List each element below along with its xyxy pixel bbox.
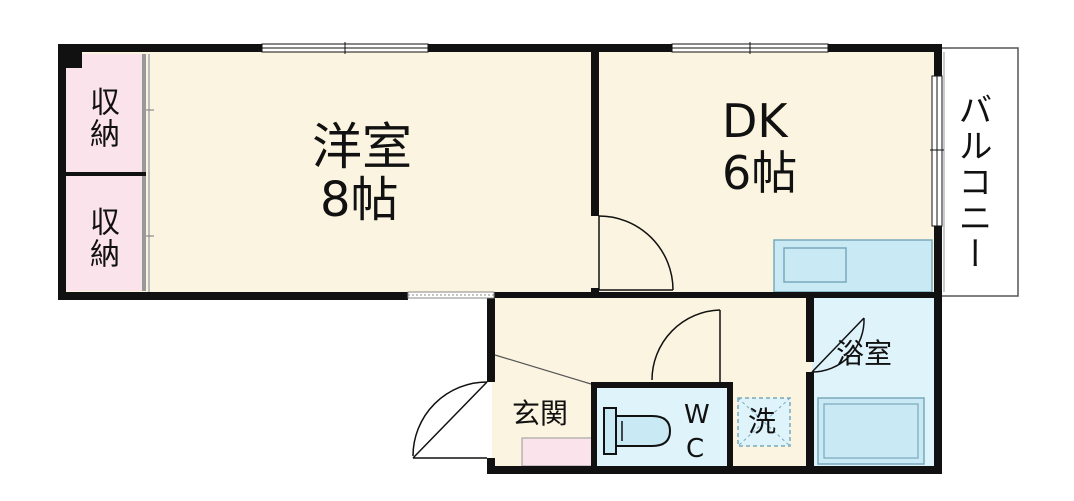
door-entrance bbox=[412, 381, 488, 459]
wall bbox=[494, 292, 942, 298]
wall bbox=[591, 382, 597, 474]
window-balcony bbox=[930, 75, 944, 227]
bathtub-icon bbox=[817, 397, 925, 465]
western-room-size: 8帖 bbox=[320, 172, 399, 228]
bathroom-label: 浴室 bbox=[836, 337, 893, 370]
wall bbox=[591, 288, 599, 298]
wall bbox=[58, 44, 942, 52]
wall bbox=[487, 292, 495, 382]
balcony-label: バルコニー bbox=[952, 92, 992, 272]
door-bathroom bbox=[811, 317, 865, 373]
kitchen-sink-icon bbox=[783, 247, 847, 283]
door-wc bbox=[651, 309, 721, 382]
wall bbox=[591, 44, 599, 216]
dk-room-name: DK bbox=[722, 94, 788, 148]
wall bbox=[58, 292, 408, 300]
storage-bottom-label: 収納 bbox=[84, 206, 119, 270]
wall bbox=[727, 382, 733, 474]
entrance-label: 玄関 bbox=[512, 397, 569, 430]
washer-label: 洗 bbox=[748, 405, 777, 438]
dk-room-size: 6帖 bbox=[722, 146, 798, 200]
door-dk bbox=[598, 215, 674, 291]
wall bbox=[806, 372, 814, 474]
window-dk bbox=[671, 42, 829, 54]
storage-top-area bbox=[66, 54, 144, 172]
wall bbox=[487, 466, 942, 474]
storage-top-label: 収納 bbox=[84, 86, 119, 150]
wall bbox=[591, 382, 733, 388]
washer-space bbox=[737, 397, 791, 447]
wc-label-w: W bbox=[684, 400, 710, 430]
western-room-floor bbox=[62, 50, 596, 295]
wc-label-c: C bbox=[686, 434, 705, 464]
sliding-door bbox=[407, 291, 495, 299]
toilet-bowl-icon bbox=[615, 415, 672, 447]
wall bbox=[62, 50, 82, 68]
shoe-cabinet bbox=[521, 437, 593, 467]
window-western-room bbox=[261, 42, 429, 54]
wall bbox=[934, 292, 942, 474]
storage-bottom-area bbox=[66, 176, 144, 291]
western-room-name: 洋室 bbox=[312, 118, 412, 176]
toilet-tank-icon bbox=[603, 407, 617, 455]
balcony-area bbox=[939, 47, 1019, 297]
wall bbox=[806, 292, 814, 362]
